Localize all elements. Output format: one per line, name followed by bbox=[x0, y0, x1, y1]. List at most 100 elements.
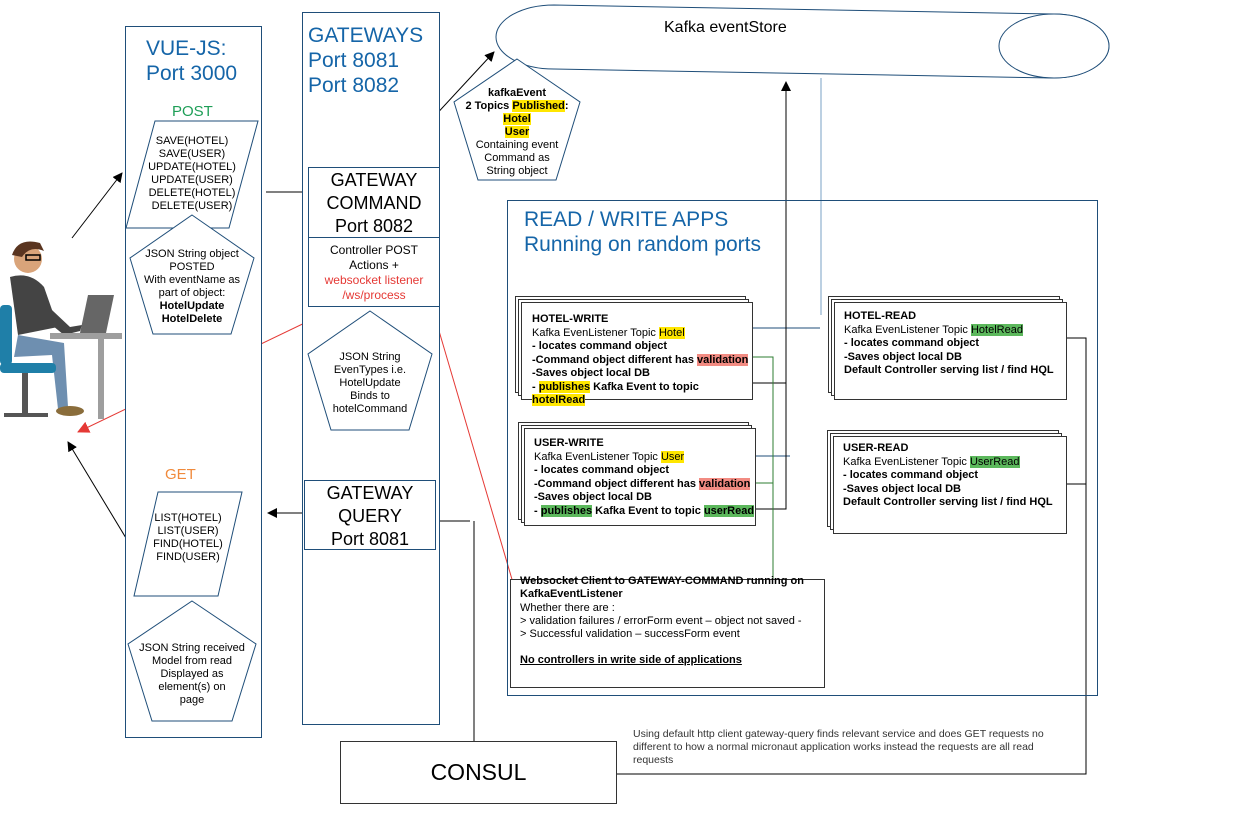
vue-title-line1: VUE-JS: bbox=[146, 37, 227, 60]
hotel-read-line2: -Saves object local DB bbox=[844, 350, 962, 363]
post-json-line: POSTED bbox=[169, 261, 215, 273]
post-label: POST bbox=[172, 103, 213, 120]
kafka-eventstore-title: Kafka eventStore bbox=[664, 19, 787, 36]
gateway-json-line: EvenTypes i.e. bbox=[333, 364, 407, 376]
vue-title: VUE-JS: Port 3000 bbox=[146, 36, 237, 86]
user-read-line1: - locates command object bbox=[843, 469, 979, 481]
hotel-write-card: HOTEL-WRITE Kafka EvenListener Topic Hot… bbox=[521, 302, 753, 406]
kafka-topics-colon: : bbox=[564, 100, 569, 112]
user-write-card: USER-WRITE Kafka EvenListener Topic User… bbox=[524, 428, 756, 526]
gateway-query-line3: Port 8081 bbox=[330, 529, 410, 549]
hotel-write-line2: -Command object different has bbox=[532, 353, 698, 366]
controller-line2: Actions + bbox=[349, 258, 399, 272]
hotel-read-topic-prefix: Kafka EvenListener Topic bbox=[844, 323, 971, 336]
kafka-event-line: String object bbox=[486, 165, 548, 177]
user-write-line4-dash: - bbox=[534, 504, 541, 517]
websocket-client-box: Websocket Client to GATEWAY-COMMAND runn… bbox=[510, 575, 825, 688]
gateway-json-line: Binds to bbox=[350, 390, 390, 402]
read-write-title: READ / WRITE APPS Running on random port… bbox=[524, 207, 761, 257]
kafka-event-line: Containing event bbox=[475, 139, 559, 151]
gateway-command-line3: Port 8082 bbox=[334, 216, 414, 236]
gateways-title: GATEWAYS Port 8081 Port 8082 bbox=[308, 23, 423, 98]
get-actions-shape bbox=[133, 491, 243, 597]
post-item: UPDATE(USER) bbox=[151, 174, 233, 186]
developer-illustration bbox=[0, 241, 122, 419]
gateway-command-controller-box: Controller POST Actions + websocket list… bbox=[308, 237, 440, 307]
get-json-line: Displayed as bbox=[160, 668, 224, 680]
gateway-command-line1: GATEWAY bbox=[330, 170, 418, 190]
kafka-topics-prefix: 2 Topics bbox=[465, 100, 513, 112]
gateways-title-line1: GATEWAYS bbox=[308, 24, 424, 47]
user-read-title: USER-READ bbox=[843, 442, 909, 454]
post-json-line: part of object: bbox=[158, 287, 226, 299]
read-write-title-line2: Running on random ports bbox=[524, 233, 761, 256]
gateway-json-pentagon-shape bbox=[307, 310, 433, 431]
user-write-line3: -Saves object local DB bbox=[534, 491, 652, 503]
consul-label: CONSUL bbox=[430, 759, 527, 785]
hotel-read-title: HOTEL-READ bbox=[844, 310, 917, 322]
gateway-command-box: GATEWAY COMMAND Port 8082 bbox=[308, 167, 440, 238]
get-actions-list: LIST(HOTEL) LIST(USER) FIND(HOTEL) FIND(… bbox=[140, 512, 236, 564]
user-write-topic: User bbox=[660, 450, 685, 463]
get-json-line: JSON String received bbox=[139, 642, 245, 654]
kafka-topic-hotel: Hotel bbox=[503, 113, 531, 125]
read-write-apps-panel bbox=[507, 200, 1098, 696]
hotel-write-topic: Hotel bbox=[658, 326, 685, 339]
get-item: LIST(HOTEL) bbox=[154, 512, 222, 524]
post-json-pentagon-text: JSON String object POSTED With eventName… bbox=[132, 248, 252, 326]
hotel-write-publish-topic: hotelRead bbox=[532, 394, 586, 406]
post-json-event-hotelupdate: HotelUpdate bbox=[159, 300, 225, 312]
get-json-line: element(s) on bbox=[158, 681, 226, 693]
post-item: SAVE(HOTEL) bbox=[155, 135, 229, 147]
gateway-query-line2: QUERY bbox=[338, 506, 402, 526]
gateway-command-line2: COMMAND bbox=[326, 193, 422, 213]
user-read-line2: -Saves object local DB bbox=[843, 482, 961, 495]
arrow-client-to-websocket bbox=[424, 289, 517, 594]
user-write-title: USER-WRITE bbox=[534, 437, 604, 449]
user-write-validation: validation bbox=[699, 477, 751, 490]
get-item: FIND(HOTEL) bbox=[153, 538, 223, 550]
hotel-read-card: HOTEL-READ Kafka EvenListener Topic Hote… bbox=[834, 302, 1067, 400]
kafka-event-topics-line: 2 Topics Published: bbox=[456, 100, 578, 113]
get-item: FIND(USER) bbox=[156, 551, 220, 563]
hotel-write-publishes: publishes bbox=[538, 380, 591, 393]
user-read-topic-prefix: Kafka EvenListener Topic bbox=[843, 455, 970, 468]
kafka-event-pentagon-text: kafkaEvent 2 Topics Published: Hotel Use… bbox=[456, 87, 578, 178]
get-json-line: Model from read bbox=[151, 655, 233, 667]
get-item: LIST(USER) bbox=[157, 525, 219, 537]
gateways-title-line3: Port 8082 bbox=[308, 74, 400, 97]
user-write-topic-prefix: Kafka EvenListener Topic bbox=[534, 450, 661, 463]
hotel-write-topic-prefix: Kafka EvenListener Topic bbox=[532, 326, 659, 339]
hotel-read-topic: HotelRead bbox=[970, 323, 1023, 336]
gateway-query-line1: GATEWAY bbox=[326, 483, 414, 503]
controller-line1: Controller POST bbox=[329, 243, 419, 257]
user-write-line2: -Command object different has bbox=[534, 477, 700, 490]
user-read-card: USER-READ Kafka EvenListener Topic UserR… bbox=[833, 436, 1067, 534]
hotel-write-line4: Kafka Event to topic bbox=[590, 380, 699, 393]
hotel-write-title: HOTEL-WRITE bbox=[532, 313, 609, 325]
post-item: SAVE(USER) bbox=[158, 148, 226, 160]
gateway-json-pentagon-text: JSON String EvenTypes i.e. HotelUpdate B… bbox=[310, 351, 430, 416]
get-json-pentagon-text: JSON String received Model from read Dis… bbox=[130, 642, 254, 707]
user-write-line1: - locates command object bbox=[534, 464, 670, 476]
websocket-client-line2: > validation failures / errorForm event … bbox=[520, 614, 802, 627]
get-json-line: page bbox=[179, 694, 205, 706]
hotel-write-line3: -Saves object local DB bbox=[532, 367, 650, 379]
websocket-client-title-line2: KafkaEventListener bbox=[520, 588, 623, 601]
kafka-event-title: kafkaEvent bbox=[487, 87, 547, 99]
kafka-event-line: Command as bbox=[484, 152, 550, 164]
hotel-write-line4-dash: - bbox=[532, 380, 539, 393]
gateway-json-line: HotelUpdate bbox=[339, 377, 401, 389]
post-item: DELETE(HOTEL) bbox=[148, 187, 236, 199]
post-item: DELETE(USER) bbox=[151, 200, 233, 212]
post-json-pentagon-shape bbox=[129, 214, 255, 335]
hotel-read-line3: Default Controller serving list / find H… bbox=[844, 364, 1054, 376]
gateway-json-line: JSON String bbox=[339, 351, 401, 363]
user-write-publishes: publishes bbox=[540, 504, 593, 517]
post-actions-shape bbox=[125, 120, 259, 229]
hotel-read-line1: - locates command object bbox=[844, 337, 980, 349]
user-write-publish-topic: userRead bbox=[703, 504, 755, 517]
vue-title-line2: Port 3000 bbox=[146, 62, 238, 85]
websocket-listener-label: websocket listener bbox=[324, 273, 424, 287]
